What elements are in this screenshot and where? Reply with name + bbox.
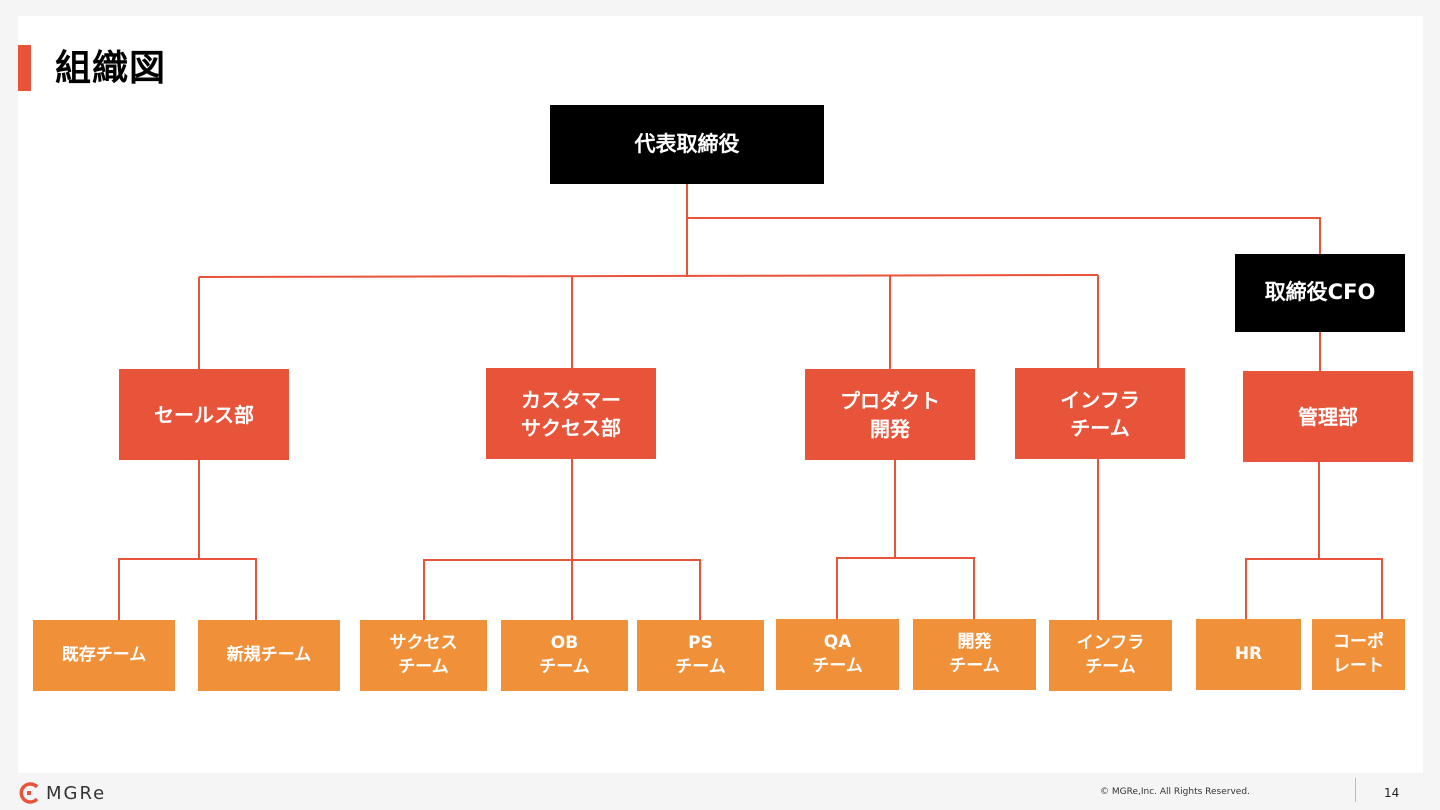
connector-dept-bus	[198, 274, 1099, 278]
node-product-dev: プロダクト 開発	[805, 369, 975, 460]
connector-ceo-cfo	[687, 217, 1321, 254]
node-success-team-label: サクセス チーム	[389, 632, 458, 677]
page-number: 14	[1384, 786, 1400, 800]
node-customer-success-dept: カスタマー サクセス部	[486, 368, 656, 459]
node-infra-team: インフラ チーム	[1049, 620, 1172, 691]
node-ps-team: PS チーム	[637, 620, 764, 691]
page-title: 組織図	[55, 48, 167, 89]
node-admin-dept: 管理部	[1243, 371, 1413, 462]
node-ob-team: OB チーム	[501, 620, 628, 691]
node-infra-team-dept: インフラ チーム	[1015, 368, 1185, 459]
node-cfo-label: 取締役CFO	[1264, 280, 1376, 305]
node-ps-team-label: PS チーム	[675, 632, 726, 677]
footer-divider	[1355, 778, 1356, 802]
node-dev-team: 開発 チーム	[913, 619, 1036, 690]
node-existing-team: 既存チーム	[33, 620, 175, 691]
connector-cs-bus	[423, 559, 701, 621]
node-qa-team: QA チーム	[776, 619, 899, 690]
node-ob-team-label: OB チーム	[539, 632, 590, 677]
node-ceo-label: 代表取締役	[634, 131, 740, 156]
connector-admin-bus	[1245, 558, 1383, 620]
node-dev-team-label: 開発 チーム	[949, 631, 1000, 676]
node-qa-team-label: QA チーム	[812, 631, 863, 676]
node-sales-dept: セールス部	[119, 369, 289, 460]
node-corporate-team: コーポ レート	[1312, 619, 1405, 690]
footer-logo: MGRe	[18, 781, 106, 805]
logo-wordmark: MGRe	[46, 782, 107, 804]
mgre-logo-icon	[19, 782, 39, 804]
node-hr-team: HR	[1196, 619, 1301, 690]
connector-sales-bus	[118, 558, 257, 621]
node-hr-team-label: HR	[1234, 643, 1263, 664]
node-existing-team-label: 既存チーム	[61, 644, 147, 665]
node-new-team-label: 新規チーム	[226, 644, 312, 665]
copyright-text: © MGRe,Inc. All Rights Reserved.	[1100, 787, 1250, 797]
title-accent-bar	[18, 45, 31, 91]
node-success-team: サクセス チーム	[360, 620, 487, 691]
node-cfo: 取締役CFO	[1235, 254, 1405, 332]
node-product-dev-label: プロダクト 開発	[840, 388, 940, 441]
node-admin-dept-label: 管理部	[1298, 404, 1358, 429]
node-infra-team-label: インフラ チーム	[1076, 632, 1145, 677]
node-sales-dept-label: セールス部	[154, 402, 254, 427]
connector-product-bus	[836, 557, 975, 620]
node-infra-team-dept-label: インフラ チーム	[1060, 387, 1140, 440]
node-corporate-team-label: コーポ レート	[1333, 631, 1384, 676]
node-ceo: 代表取締役	[550, 105, 824, 184]
node-customer-success-dept-label: カスタマー サクセス部	[521, 387, 621, 440]
node-new-team: 新規チーム	[198, 620, 340, 691]
